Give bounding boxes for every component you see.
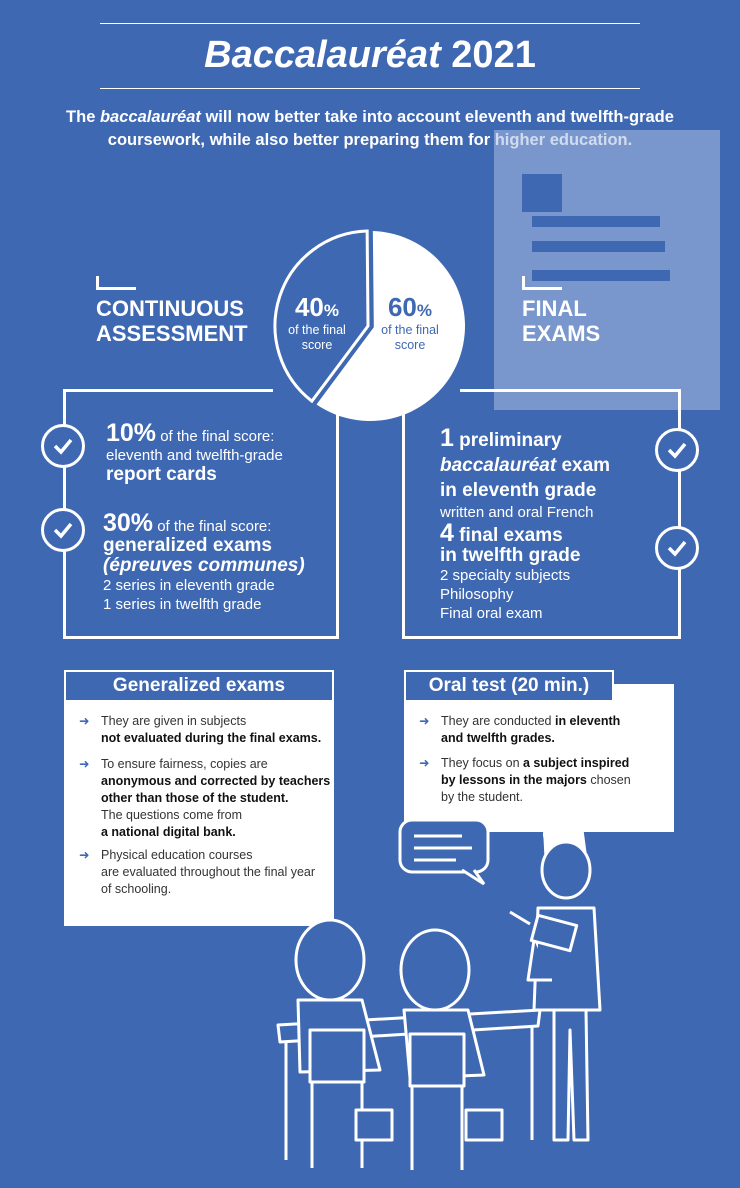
check-icon (41, 508, 85, 552)
generalized-exams-title: Generalized exams (64, 670, 334, 702)
heading-bracket (96, 287, 136, 290)
pie-slice-60 (316, 231, 465, 421)
check-icon (41, 424, 85, 468)
final-item-1: 1 preliminary baccalauréat exam in eleve… (440, 424, 611, 522)
oral-item-1: ➜ They are conducted in eleventh and twe… (419, 714, 621, 745)
final-item-2: 4 final exams in twelfth grade 2 special… (440, 519, 581, 623)
speech-bubble-icon (398, 818, 490, 886)
continuous-item-2: 30% of the final score: generalized exam… (103, 509, 305, 614)
box-top-left (63, 389, 273, 392)
arrow-right-icon: ➜ (79, 714, 90, 728)
arrow-right-icon: ➜ (79, 757, 90, 771)
score-pie-chart (273, 229, 465, 421)
pie-slice-40 (273, 229, 370, 404)
final-box (402, 389, 681, 639)
pie-label-60: 60% of the final score (381, 292, 439, 352)
oral-test-title: Oral test (20 min.) (404, 670, 614, 702)
title-rule (100, 88, 640, 89)
top-rule (100, 23, 640, 24)
arrow-right-icon: ➜ (79, 848, 90, 862)
page-title: Baccalauréat 2021 (204, 34, 536, 76)
heading-bracket (96, 276, 99, 290)
arrow-right-icon: ➜ (419, 714, 430, 728)
pie-label-40: 40% of the final score (288, 292, 346, 352)
classroom-illustration (276, 820, 602, 1170)
oral-test-panel (404, 684, 674, 832)
heading-bracket (522, 287, 562, 290)
box-top-right (460, 389, 678, 392)
arrow-right-icon: ➜ (419, 756, 430, 770)
continuous-item-1: 10% of the final score: eleventh and twe… (106, 419, 283, 485)
check-icon (655, 428, 699, 472)
document-icon (0, 0, 740, 420)
check-icon (655, 526, 699, 570)
generalized-exams-panel (64, 684, 334, 926)
oral-item-2: ➜ They focus on a subject inspired by le… (419, 756, 631, 804)
heading-bracket (522, 276, 525, 290)
